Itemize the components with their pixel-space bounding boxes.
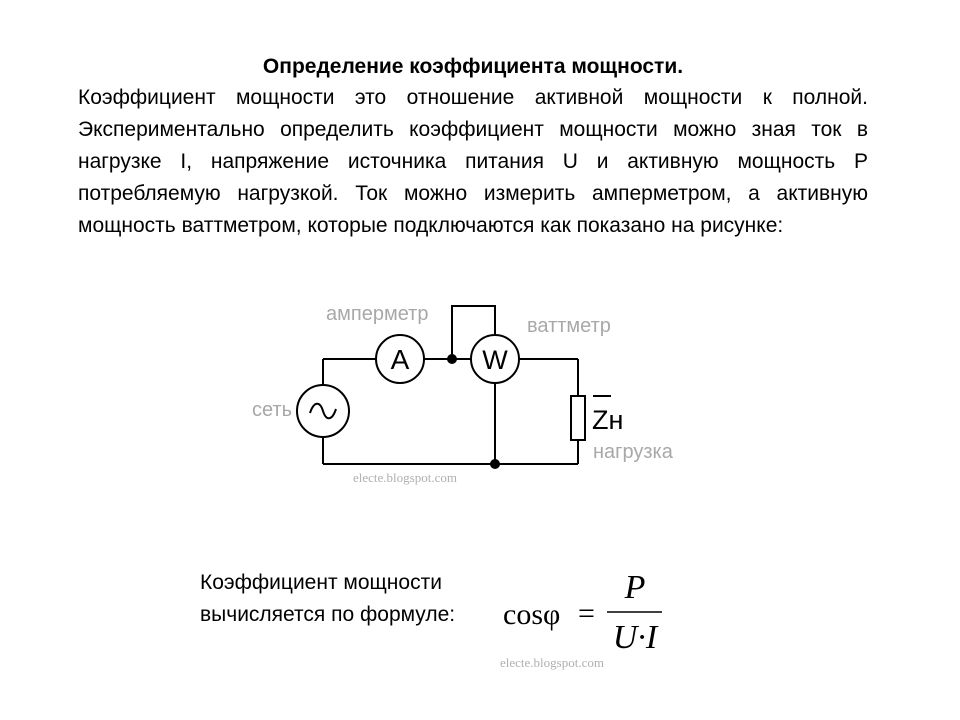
intro-paragraph: Коэффициент мощности это отношение актив… <box>78 86 868 237</box>
circuit-wires <box>322 305 579 465</box>
svg-text:A: A <box>391 344 410 375</box>
wattmeter-label: ваттметр <box>527 315 611 337</box>
formula-watermark: electe.blogspot.com <box>500 655 604 670</box>
load-resistor <box>570 395 586 441</box>
ammeter-symbol: A <box>375 334 425 384</box>
load-label: нагрузка <box>593 441 674 463</box>
formula-equals: = <box>578 597 595 630</box>
source-label: сеть <box>252 399 292 421</box>
ac-source-icon <box>296 384 350 438</box>
wattmeter-symbol: W <box>470 334 520 384</box>
svg-text:W: W <box>482 345 508 375</box>
formula-numerator: P <box>624 569 646 606</box>
page-title: Определение коэффициента мощности. <box>262 55 684 78</box>
power-factor-formula: cosφ = P U·I <box>503 569 662 656</box>
load-symbol: Zн <box>592 405 623 435</box>
circuit-watermark: electe.blogspot.com <box>353 470 457 485</box>
formula-caption: Коэффициент мощности вычисляется по форм… <box>200 571 456 626</box>
formula-lhs: cosφ <box>503 598 560 631</box>
formula-denominator: U·I <box>613 619 659 656</box>
junction-dot <box>447 354 457 364</box>
ammeter-label: амперметр <box>326 303 428 325</box>
junction-dot <box>490 459 500 469</box>
